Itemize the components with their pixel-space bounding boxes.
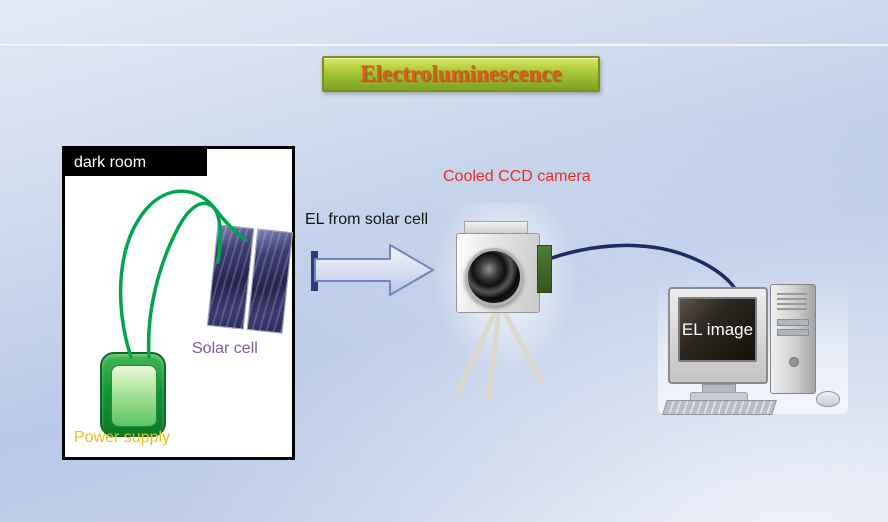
- el-image-label: EL image: [681, 319, 754, 339]
- computer-image: EL image: [658, 278, 848, 415]
- slide-title: Electroluminescence: [360, 61, 562, 86]
- tower-power-button: [789, 357, 799, 367]
- arrow-tail-bar: [311, 251, 318, 291]
- tower-vents: [777, 293, 807, 311]
- mouse: [816, 391, 840, 407]
- tower-drive-slot: [777, 329, 809, 336]
- keyboard: [662, 400, 777, 415]
- monitor-screen: EL image: [678, 297, 757, 362]
- monitor: EL image: [668, 287, 768, 384]
- dark-room-label: dark room: [65, 149, 207, 176]
- cooled-ccd-camera-label: Cooled CCD camera: [443, 168, 591, 185]
- title-box: Electroluminescence: [322, 56, 600, 92]
- tower-drive-slot: [777, 319, 809, 326]
- camera-lens-icon: [465, 248, 523, 306]
- computer-tower: [770, 284, 816, 394]
- power-supply-screen: [111, 365, 157, 427]
- el-arrow: [311, 244, 434, 296]
- power-supply-image: [100, 352, 166, 437]
- power-supply-label: Power supply: [74, 429, 171, 446]
- solar-cell-label: Solar cell: [192, 340, 258, 357]
- ccd-camera-image: [456, 221, 552, 317]
- solar-cell-image: [206, 224, 294, 334]
- divider-line: [0, 44, 888, 47]
- block-arrow-right-icon: [314, 244, 434, 296]
- el-from-solar-cell-label: EL from solar cell: [305, 211, 428, 228]
- camera-circuit-board: [537, 245, 552, 293]
